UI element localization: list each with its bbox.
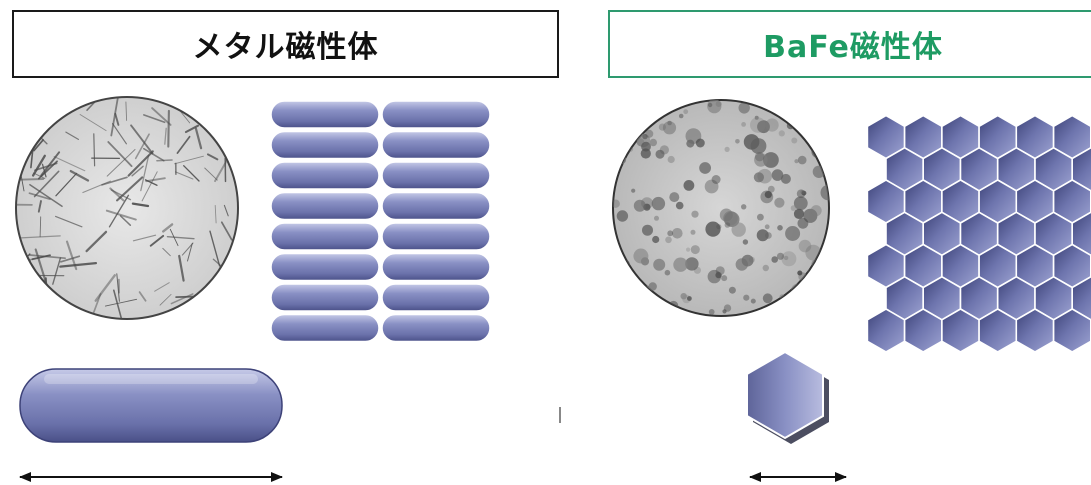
rod-particle (381, 161, 491, 190)
rod-particle (381, 222, 491, 251)
bafe-hexagon-particle-array (866, 114, 1091, 353)
rod-particle (270, 283, 380, 312)
rod-particle (381, 191, 491, 221)
metal-particle-micrograph (15, 96, 239, 320)
rod-particle (381, 313, 491, 343)
metal-title-text: メタル磁性体 (192, 30, 379, 65)
rod-particle (381, 100, 491, 129)
rod-particle (270, 161, 380, 190)
rod-particle (381, 283, 491, 312)
rod-particle (270, 100, 380, 129)
rod-particle (381, 130, 491, 160)
metal-magnetic-title: メタル磁性体 (12, 10, 559, 78)
rod-particle (270, 313, 380, 343)
rod-particle (381, 252, 491, 282)
bafe-title-text: BaFe磁性体 (763, 30, 943, 65)
bafe-particle-micrograph (612, 99, 830, 317)
bafe-magnetic-title: BaFe磁性体 (608, 10, 1091, 78)
bafe-single-hexagon-particle (746, 350, 829, 444)
metal-rod-particle-array (270, 100, 491, 343)
rod-particle (270, 252, 380, 282)
rod-particle (270, 222, 380, 251)
rod-particle (270, 191, 380, 221)
rod-particle (270, 130, 380, 160)
metal-single-rod-particle (19, 368, 283, 443)
